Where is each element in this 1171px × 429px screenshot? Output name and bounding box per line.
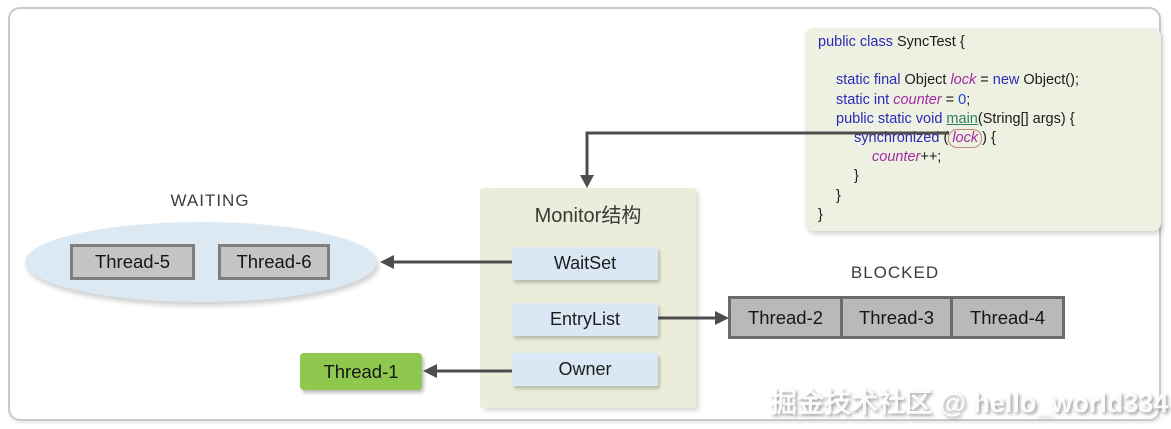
entrylist-box: EntryList — [512, 303, 658, 336]
code-line: public static void main(String[] args) { — [805, 110, 1161, 129]
code-line: counter++; — [805, 148, 1161, 167]
code-token: counter — [872, 149, 921, 166]
code-token: } — [836, 187, 841, 204]
code-token: ++; — [920, 149, 942, 166]
code-token: synchronized — [854, 129, 944, 146]
code-line: static final Object lock = new Object(); — [805, 71, 1161, 90]
code-token: lock — [950, 72, 977, 89]
code-token: new — [992, 72, 1020, 89]
thread-6-box: Thread-6 — [218, 244, 330, 280]
code-line: synchronized (lock) { — [805, 128, 1161, 148]
thread-1-box: Thread-1 — [300, 353, 422, 390]
thread-2-box: Thread-2 — [728, 296, 843, 339]
code-token: SyncTest { — [896, 34, 965, 50]
code-token: ) { — [982, 129, 996, 146]
thread-4-box: Thread-4 — [950, 296, 1065, 339]
code-token: lock — [948, 128, 983, 148]
code-token: = — [976, 72, 993, 89]
waiting-label: WAITING — [170, 191, 250, 210]
code-token: 0 — [958, 91, 967, 108]
monitor-title: Monitor结构 — [534, 205, 642, 227]
code-token: main — [946, 110, 978, 127]
watermark: 掘金技术社区 @ hello_world334 — [770, 388, 1169, 418]
code-token: static int — [836, 91, 894, 108]
code-line: } — [805, 206, 1161, 225]
thread-3-box: Thread-3 — [840, 296, 953, 339]
code-token: ; — [966, 91, 971, 108]
code-line: public class SyncTest { — [805, 33, 1161, 52]
code-token: } — [818, 206, 823, 223]
waitset-box: WaitSet — [512, 247, 658, 280]
code-token: (String[] args) { — [977, 110, 1075, 127]
code-token: } — [854, 168, 859, 185]
code-line — [805, 52, 1161, 71]
code-token: Object(); — [1019, 72, 1079, 89]
blocked-label: BLOCKED — [850, 263, 940, 282]
thread-5-box: Thread-5 — [70, 244, 195, 280]
code-token: counter — [893, 91, 942, 108]
owner-box: Owner — [512, 353, 658, 386]
code-token: Object — [904, 72, 951, 89]
code-line: static int counter = 0; — [805, 91, 1161, 110]
code-line: } — [805, 167, 1161, 186]
code-token: public class — [818, 34, 897, 50]
code-token: = — [941, 91, 959, 108]
code-token: public static void — [836, 110, 947, 127]
code-token: static final — [836, 72, 905, 89]
code-line: } — [805, 187, 1161, 206]
code-block: public class SyncTest { static final Obje… — [805, 28, 1161, 231]
